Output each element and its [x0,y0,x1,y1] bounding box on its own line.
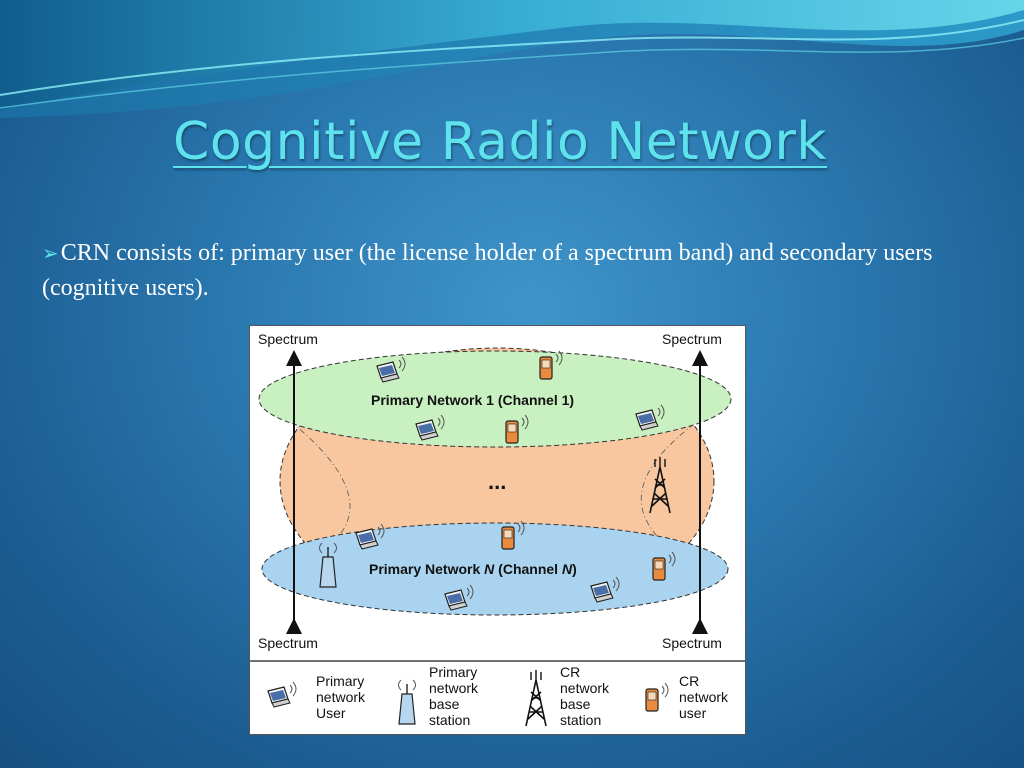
decorative-waves [0,0,1024,118]
bullet-paragraph: ➢CRN consists of: primary user (the lice… [42,236,972,305]
laptop-icon [267,681,297,708]
tower-icon [525,669,547,727]
slide-title: Cognitive Radio Network [173,112,827,172]
primary-network-1-label: Primary Network 1 (Channel 1) [371,392,574,408]
spectrum-label-top-left: Spectrum [258,331,318,347]
primary-network-n-label: Primary Network N (Channel N) [369,561,577,577]
primary-network-1-ellipse [258,350,732,448]
primary-network-n-ellipse [261,522,729,616]
spectrum-label-top-right: Spectrum [662,331,722,347]
bullet-text: CRN consists of: primary user (the licen… [42,240,933,301]
spectrum-label-bottom-left: Spectrum [258,635,318,651]
crn-diagram-svg: Spectrum Spectrum Spectrum Spectrum Prim… [250,331,745,728]
bullet-arrow-icon: ➢ [42,243,59,265]
phone-icon [645,682,669,712]
spectrum-label-bottom-right: Spectrum [662,635,722,651]
base-station-icon [397,679,417,725]
ellipsis-label: ... [488,469,506,494]
crn-diagram: Spectrum Spectrum Spectrum Spectrum Prim… [249,325,746,735]
